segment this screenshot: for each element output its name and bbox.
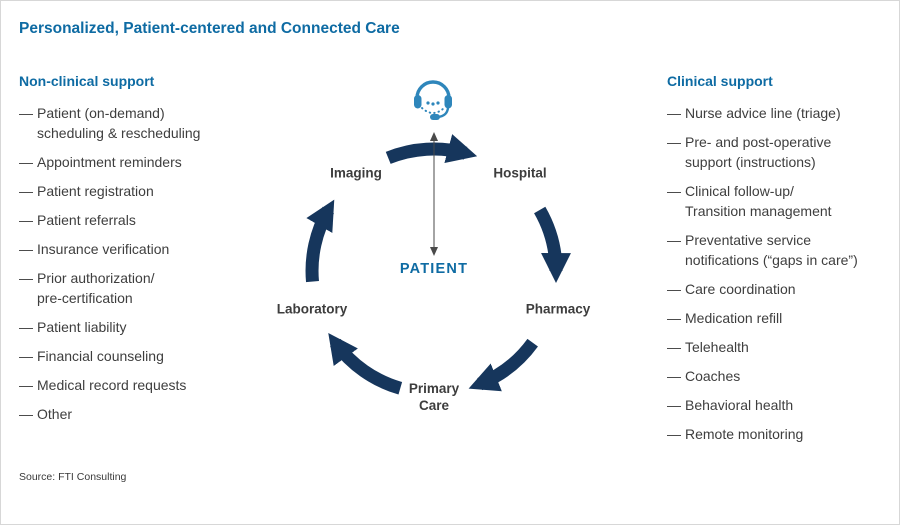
list-item: —Patient registration [19,183,154,199]
list-item: —Patient liability [19,319,127,335]
dash-bullet: — [19,154,33,170]
dash-bullet: — [667,105,681,121]
dash-bullet: — [667,339,681,355]
cycle-arrows-graphic [305,132,571,395]
arrow-pharmacy-to-primary-care [468,338,538,392]
list-item: —Financial counseling [19,348,164,364]
list-item: —Appointment reminders [19,154,182,170]
clinical-column: Clinical support —Nurse advice line (tri… [667,73,891,453]
list-item: —Care coordination [667,281,796,297]
support-agent-headset-icon [414,80,452,120]
arrow-laboratory-to-imaging [305,199,335,283]
dash-bullet: — [667,397,681,413]
dash-bullet: — [667,232,681,248]
list-item: —Telehealth [667,339,749,355]
clinical-heading: Clinical support [667,73,773,89]
list-item: —Clinical follow-up/ Transition manageme… [667,183,832,219]
non-clinical-column: Non-clinical support —Patient (on-demand… [19,73,261,433]
node-label-hospital: Hospital [493,165,547,181]
dash-bullet: — [19,270,33,286]
list-item: —Patient (on-demand) scheduling & resche… [19,105,201,141]
dash-bullet: — [19,406,33,422]
dash-bullet: — [667,281,681,297]
dash-bullet: — [19,377,33,393]
list-item: —Behavioral health [667,397,794,413]
list-item: —Prior authorization/ pre-certification [19,270,155,306]
patient-center-label: PATIENT [399,261,469,277]
node-label-primary-care: Primary Care [408,381,460,413]
list-item: —Preventative service notifications (“ga… [667,232,858,268]
list-item: —Nurse advice line (triage) [667,105,841,121]
list-item: —Medication refill [667,310,783,326]
list-item: —Other [19,406,73,422]
dash-bullet: — [19,212,33,228]
list-item: —Medical record requests [19,377,187,393]
patient-cycle-diagram: Imaging Hospital Pharmacy Primary Care L… [256,59,616,499]
node-label-pharmacy: Pharmacy [525,301,591,317]
list-item: —Coaches [667,368,741,384]
dash-bullet: — [667,426,681,442]
source-note: Source: FTI Consulting [19,471,127,483]
arrow-primary-care-to-laboratory [328,333,403,395]
dash-bullet: — [667,310,681,326]
node-label-laboratory: Laboratory [276,301,348,317]
dash-bullet: — [667,183,681,199]
dash-bullet: — [19,241,33,257]
arrow-imaging-to-hospital [385,134,478,164]
list-item: —Remote monitoring [667,426,804,442]
dash-bullet: — [19,105,33,121]
dash-bullet: — [19,319,33,335]
dash-bullet: — [19,348,33,364]
list-item: —Pre- and post-operative support (instru… [667,134,832,170]
list-item: —Patient referrals [19,212,136,228]
dash-bullet: — [667,368,681,384]
list-item: —Insurance verification [19,241,170,257]
non-clinical-heading: Non-clinical support [19,73,155,89]
non-clinical-list: —Patient (on-demand) scheduling & resche… [19,103,261,424]
dash-bullet: — [667,134,681,150]
clinical-list: —Nurse advice line (triage) —Pre- and po… [667,103,891,444]
dash-bullet: — [19,183,33,199]
node-label-imaging: Imaging [330,165,382,181]
arrow-hospital-to-pharmacy [533,206,571,283]
figure-title: Personalized, Patient-centered and Conne… [19,20,400,37]
